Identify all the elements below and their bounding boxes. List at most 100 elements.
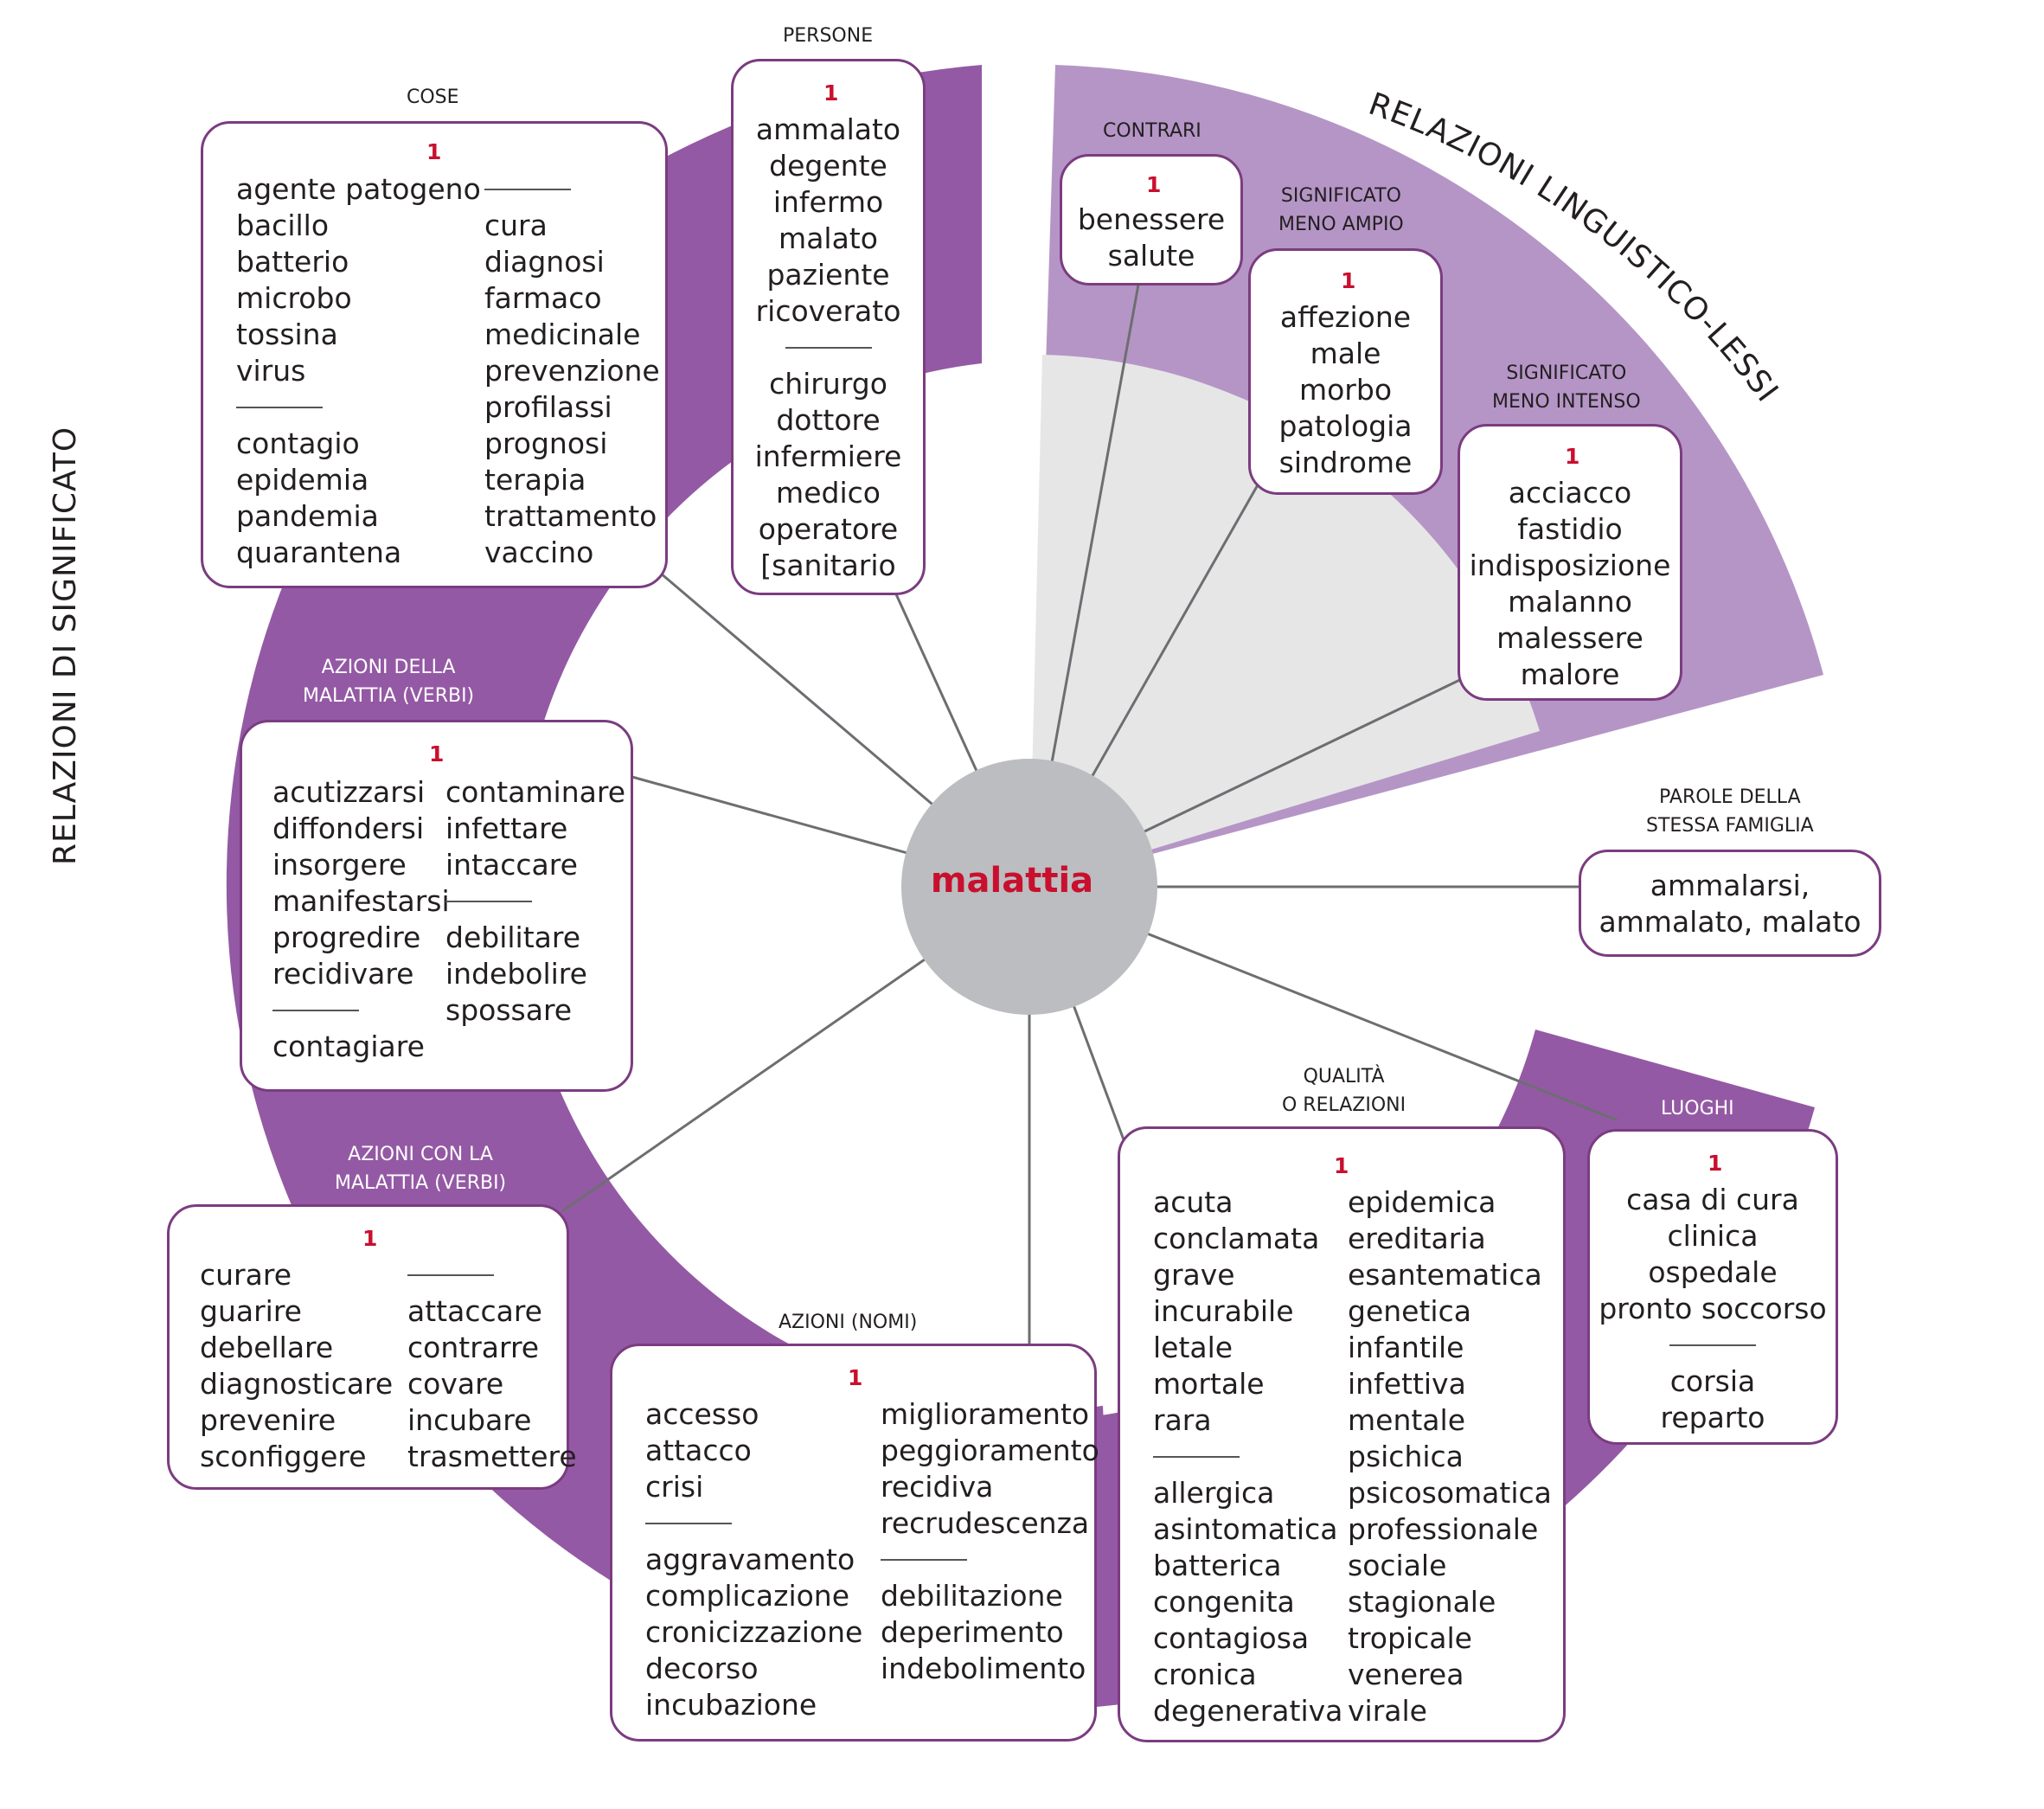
azioni-nomi-column-1: accesso attacco crisi aggravamento compl… bbox=[645, 1396, 862, 1723]
label-line: MENO INTENSO bbox=[1492, 391, 1641, 413]
separator bbox=[881, 1542, 1099, 1578]
word: pronto soccorso bbox=[1599, 1292, 1827, 1325]
center-word: malattia bbox=[930, 861, 1094, 901]
word: psicosomatica bbox=[1348, 1476, 1552, 1510]
center-circle bbox=[901, 759, 1157, 1015]
cose-column-1: agente patogeno bacillo batterio microbo… bbox=[236, 171, 481, 571]
azioni-malattia-sense-number: 1 bbox=[429, 741, 445, 767]
word: patologia bbox=[1278, 409, 1413, 443]
word: acciacco bbox=[1508, 476, 1632, 510]
azioni-con-box: 1 curare guarire debellare diagnosticare… bbox=[167, 1204, 577, 1490]
famiglia-label: PAROLE DELLA STESSA FAMIGLIA bbox=[1646, 783, 1814, 840]
label-line: MALATTIA (VERBI) bbox=[335, 1172, 507, 1194]
azioni-nomi-column-2: miglioramento peggioramento recidiva rec… bbox=[881, 1396, 1099, 1687]
word: tossina bbox=[236, 318, 338, 351]
word: peggioramento bbox=[881, 1434, 1099, 1467]
word: contrarre bbox=[407, 1331, 540, 1364]
separator bbox=[1153, 1439, 1342, 1475]
word: salute bbox=[1107, 239, 1195, 273]
contrari-sense-number: 1 bbox=[1146, 172, 1162, 197]
qualita-column-2: epidemica ereditaria esantematica geneti… bbox=[1348, 1184, 1552, 1729]
word: cronicizzazione bbox=[645, 1615, 863, 1649]
word: manifestarsi bbox=[272, 884, 450, 918]
contrari-box: 1 benessere salute bbox=[1060, 154, 1243, 285]
word: diagnosi bbox=[484, 245, 605, 279]
azioni-nomi-sense-number: 1 bbox=[848, 1365, 863, 1390]
word: acuta bbox=[1153, 1185, 1233, 1219]
separator bbox=[1590, 1327, 1836, 1363]
word: quarantena bbox=[236, 536, 402, 569]
meno-intenso-box: 1 acciacco fastidio indisposizione malan… bbox=[1458, 424, 1682, 701]
contrari-column: benessere salute bbox=[1062, 202, 1240, 274]
word: covare bbox=[407, 1367, 504, 1401]
luoghi-column: casa di cura clinica ospedale pronto soc… bbox=[1590, 1182, 1836, 1436]
word: virus bbox=[236, 354, 306, 388]
azioni-malattia-box: 1 acutizzarsi diffondersi insorgere mani… bbox=[240, 720, 633, 1092]
label-line: SIGNIFICATO bbox=[1506, 362, 1627, 384]
word: malato bbox=[779, 221, 878, 255]
word: aggravamento bbox=[645, 1543, 855, 1576]
word: terapia bbox=[484, 463, 586, 497]
word: pandemia bbox=[236, 499, 379, 533]
word: acutizzarsi bbox=[272, 775, 426, 809]
word: indebolimento bbox=[881, 1652, 1086, 1685]
word: epidemica bbox=[1348, 1185, 1496, 1219]
word: trattamento bbox=[484, 499, 657, 533]
azioni-nomi-label: AZIONI (NOMI) bbox=[779, 1312, 918, 1333]
azioni-malattia-label: AZIONI DELLA MALATTIA (VERBI) bbox=[303, 653, 474, 710]
qualita-column-1: acuta conclamata grave incurabile letale… bbox=[1153, 1184, 1342, 1729]
word: medicinale bbox=[484, 318, 641, 351]
meno-intenso-column: acciacco fastidio indisposizione malanno… bbox=[1460, 475, 1680, 693]
azioni-con-label: AZIONI CON LA MALATTIA (VERBI) bbox=[335, 1140, 506, 1197]
word: letale bbox=[1153, 1331, 1233, 1364]
word: medico bbox=[776, 476, 881, 510]
word: intaccare bbox=[445, 848, 578, 882]
word: curare bbox=[200, 1258, 292, 1292]
label-line: AZIONI DELLA bbox=[321, 657, 456, 678]
meno-ampio-label: SIGNIFICATO MENO AMPIO bbox=[1278, 182, 1404, 239]
separator bbox=[734, 330, 923, 366]
word: cronica bbox=[1153, 1658, 1257, 1691]
word: infermo bbox=[772, 185, 884, 219]
label-line: SIGNIFICATO bbox=[1280, 185, 1401, 207]
word: grave bbox=[1153, 1258, 1235, 1292]
meno-ampio-sense-number: 1 bbox=[1341, 268, 1356, 293]
word: decorso bbox=[645, 1652, 759, 1685]
word: incubare bbox=[407, 1403, 532, 1437]
luoghi-box: 1 casa di cura clinica ospedale pronto s… bbox=[1587, 1129, 1838, 1445]
word: attaccare bbox=[407, 1294, 542, 1328]
word: mentale bbox=[1348, 1403, 1465, 1437]
qualita-sense-number: 1 bbox=[1334, 1153, 1349, 1178]
word: affezione bbox=[1279, 300, 1412, 334]
word: sindrome bbox=[1278, 446, 1413, 479]
meno-ampio-box: 1 affezione male morbo patologia sindrom… bbox=[1248, 248, 1443, 495]
separator bbox=[445, 883, 625, 920]
word: spossare bbox=[445, 993, 573, 1027]
word: genetica bbox=[1348, 1294, 1471, 1328]
separator bbox=[236, 389, 481, 426]
word: virale bbox=[1348, 1694, 1427, 1728]
word: diffondersi bbox=[272, 811, 425, 845]
word: crisi bbox=[645, 1470, 704, 1504]
word: contaminare bbox=[445, 775, 626, 809]
word: complicazione bbox=[645, 1579, 850, 1613]
word: contagio bbox=[236, 427, 360, 460]
word: asintomatica bbox=[1153, 1512, 1338, 1546]
word: diagnosticare bbox=[200, 1367, 394, 1401]
word: mortale bbox=[1153, 1367, 1265, 1401]
word: farmaco bbox=[484, 281, 602, 315]
word: tropicale bbox=[1348, 1621, 1472, 1655]
word: batterio bbox=[236, 245, 349, 279]
word: miglioramento bbox=[881, 1397, 1090, 1431]
word: professionale bbox=[1348, 1512, 1539, 1546]
separator bbox=[484, 171, 660, 208]
word: recrudescenza bbox=[881, 1506, 1090, 1540]
word: ammalarsi, bbox=[1650, 869, 1810, 902]
azioni-con-column-1: curare guarire debellare diagnosticare p… bbox=[200, 1257, 393, 1475]
word: degente bbox=[769, 149, 887, 183]
azioni-malattia-column-1: acutizzarsi diffondersi insorgere manife… bbox=[272, 774, 450, 1065]
word: infettare bbox=[445, 811, 568, 845]
word: accesso bbox=[645, 1397, 759, 1431]
azioni-nomi-box: 1 accesso attacco crisi aggravamento com… bbox=[610, 1344, 1099, 1742]
